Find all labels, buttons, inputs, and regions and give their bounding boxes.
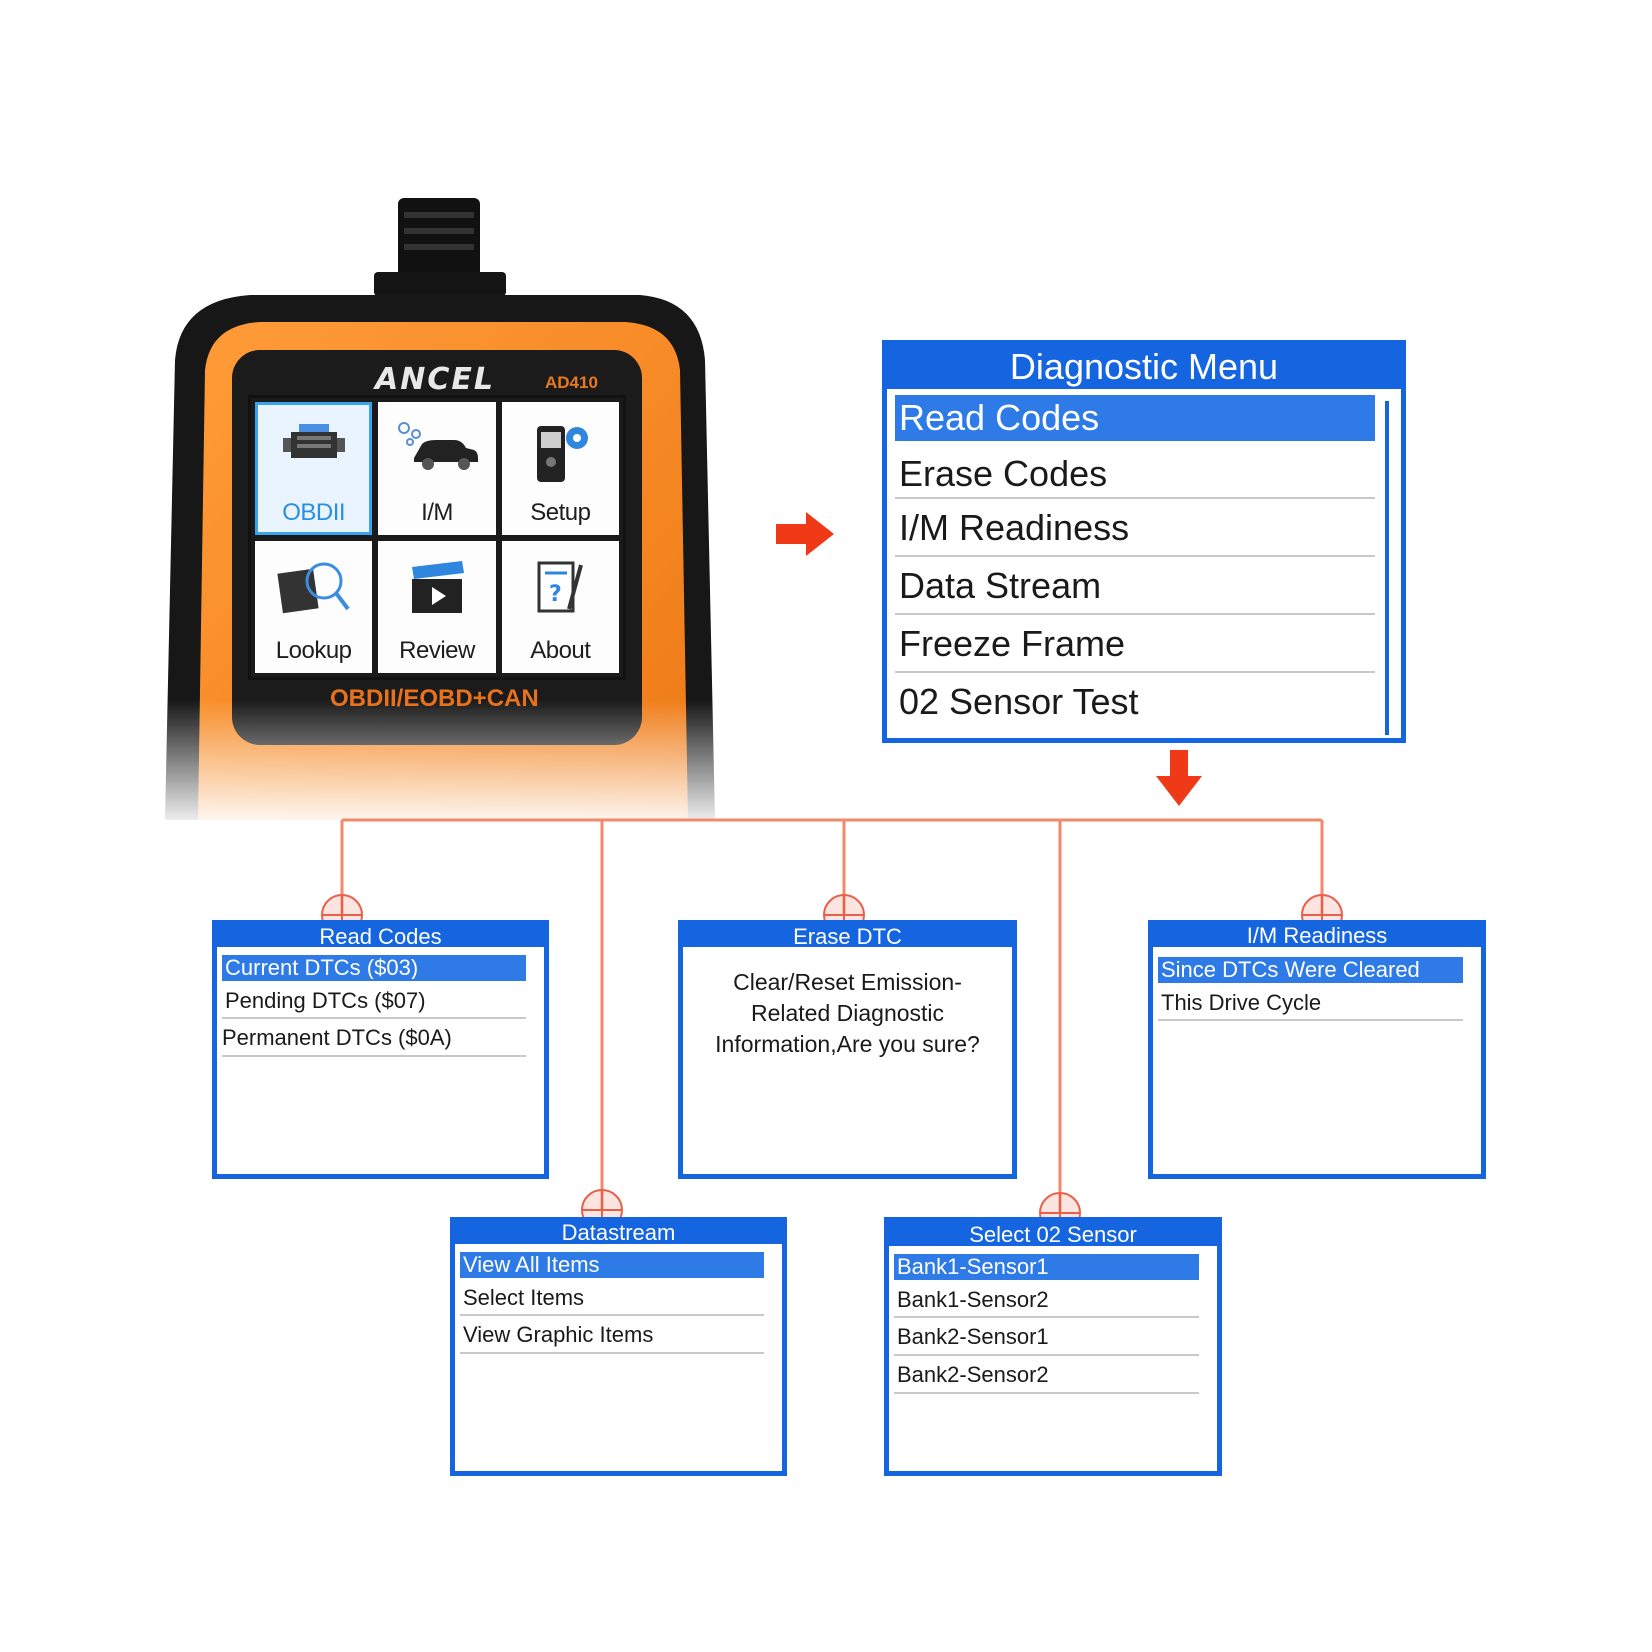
tile-review[interactable]: Review	[378, 540, 496, 673]
menu-item-read-codes[interactable]: Read Codes	[895, 395, 1375, 441]
datastream-panel: Datastream View All Items Select Items V…	[450, 1217, 787, 1476]
document-question-icon: ?	[537, 561, 584, 612]
o2-sensor-title: Select 02 Sensor	[889, 1222, 1217, 1247]
tile-obdii[interactable]: OBDII	[255, 402, 373, 535]
erase-dtc-panel: Erase DTC Clear/Reset Emission- Related …	[678, 920, 1017, 1179]
read-codes-panel: Read Codes Current DTCs ($03) Pending DT…	[212, 920, 549, 1179]
menu-item-freeze-frame[interactable]: Freeze Frame	[895, 615, 1375, 673]
list-item[interactable]: Select Items	[460, 1278, 764, 1316]
diagnostic-menu-list: Read Codes Erase Codes I/M Readiness Dat…	[887, 389, 1401, 731]
svg-text:?: ?	[549, 582, 562, 607]
clapperboard-icon	[411, 560, 464, 613]
list-item[interactable]: Pending DTCs ($07)	[222, 981, 526, 1019]
cable-connector	[374, 198, 506, 296]
tile-label: About	[530, 637, 591, 664]
model-label: AD410	[545, 373, 598, 392]
menu-item-data-stream[interactable]: Data Stream	[895, 557, 1375, 615]
list-item[interactable]: View All Items	[460, 1252, 764, 1278]
scanner-gear-icon	[537, 426, 589, 482]
tile-setup[interactable]: Setup	[501, 402, 619, 535]
tile-label: OBDII	[282, 498, 346, 526]
engine-icon	[282, 424, 345, 458]
erase-dtc-message: Clear/Reset Emission- Related Diagnostic…	[715, 969, 980, 1057]
im-readiness-title: I/M Readiness	[1153, 925, 1481, 947]
im-readiness-list: Since DTCs Were Cleared This Drive Cycle	[1153, 947, 1481, 1021]
menu-item-im-readiness[interactable]: I/M Readiness	[895, 499, 1375, 557]
datastream-list: View All Items Select Items View Graphic…	[455, 1244, 782, 1354]
list-item[interactable]: Bank2-Sensor2	[894, 1356, 1199, 1394]
menu-scrollbar[interactable]	[1385, 401, 1389, 735]
protocol-label: OBDII/EOBD+CAN	[330, 685, 539, 712]
device-screen: OBDII I/M Setup Lookup	[248, 395, 626, 680]
car-icon	[397, 422, 478, 470]
tile-im[interactable]: I/M	[378, 402, 496, 535]
list-item[interactable]: Current DTCs ($03)	[222, 955, 526, 981]
o2-sensor-panel: Select 02 Sensor Bank1-Sensor1 Bank1-Sen…	[884, 1217, 1222, 1476]
magnifier-icon	[277, 562, 350, 613]
list-item[interactable]: Since DTCs Were Cleared	[1158, 957, 1463, 983]
menu-item-erase-codes[interactable]: Erase Codes	[895, 441, 1375, 499]
tile-label: I/M	[421, 498, 453, 526]
read-codes-list: Current DTCs ($03) Pending DTCs ($07) Pe…	[217, 947, 544, 1057]
im-readiness-panel: I/M Readiness Since DTCs Were Cleared Th…	[1148, 920, 1486, 1179]
datastream-title: Datastream	[455, 1222, 782, 1244]
erase-dtc-title: Erase DTC	[683, 925, 1012, 949]
list-item[interactable]: View Graphic Items	[460, 1316, 764, 1354]
o2-sensor-list: Bank1-Sensor1 Bank1-Sensor2 Bank2-Sensor…	[889, 1246, 1217, 1394]
tile-label: Lookup	[275, 637, 352, 664]
tile-label: Review	[399, 637, 475, 664]
list-item[interactable]: Bank1-Sensor1	[894, 1254, 1199, 1280]
diagnostic-menu-title: Diagnostic Menu	[887, 345, 1401, 389]
tile-label: Setup	[530, 498, 591, 526]
menu-item-o2-sensor-test[interactable]: 02 Sensor Test	[899, 681, 1139, 722]
diagnostic-menu-panel: Diagnostic Menu Read Codes Erase Codes I…	[882, 340, 1406, 743]
list-item[interactable]: This Drive Cycle	[1158, 983, 1463, 1021]
list-item[interactable]: Permanent DTCs ($0A)	[222, 1019, 526, 1057]
list-item[interactable]: Bank2-Sensor1	[894, 1318, 1199, 1356]
tile-about[interactable]: ? About	[501, 540, 619, 673]
brand-logo: ANCEL	[375, 362, 495, 397]
list-item[interactable]: Bank1-Sensor2	[894, 1280, 1199, 1318]
tile-lookup[interactable]: Lookup	[255, 540, 373, 673]
read-codes-title: Read Codes	[217, 925, 544, 949]
